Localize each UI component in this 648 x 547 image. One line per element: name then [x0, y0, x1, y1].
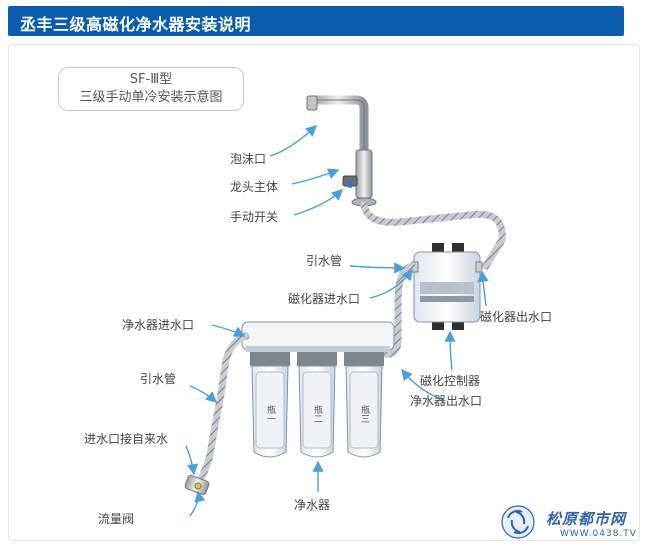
hose-inlet: [196, 332, 250, 484]
label-foam-outlet: 泡沫口: [230, 152, 267, 166]
model-title-box: SF-Ⅲ型 三级手动单冷安装示意图: [58, 67, 244, 111]
page-title: 丞丰三级高磁化净水器安装说明: [20, 15, 252, 34]
label-manual-switch: 手动开关: [230, 210, 279, 224]
label-magnetic-controller: 磁化控制器: [420, 374, 481, 388]
label-magnetizer-inlet: 磁化器进水口: [288, 292, 361, 306]
label-flow-valve: 流量阀: [98, 512, 135, 526]
filter-housing-1: [250, 352, 290, 458]
leader-arrows: [185, 125, 489, 517]
label-magnetizer-outlet: 磁化器出水口: [480, 310, 553, 324]
header-bar: 丞丰三级高磁化净水器安装说明: [8, 6, 624, 36]
label-inlet-pipe-top: 引水管: [306, 254, 343, 268]
hose-faucet-to-magnetizer: [360, 201, 506, 270]
label-purifier-outlet: 净水器出水口: [410, 394, 483, 408]
watermark-logo: [501, 505, 535, 539]
purifier-unit: 瓶一 瓶二 瓶三: [241, 321, 395, 458]
filter-label-2: 瓶二: [312, 404, 323, 423]
watermark-name: 松原都市网: [546, 510, 627, 528]
label-purifier-inlet: 净水器进水口: [122, 318, 195, 332]
label-inlet-pipe-left: 引水管: [140, 372, 177, 386]
watermark-url: WWW.0438.TV: [560, 529, 637, 539]
faucet: [306, 95, 377, 207]
magnetic-controller: [411, 243, 483, 330]
label-tap-water-inlet: 进水口接自来水: [84, 432, 169, 446]
model-subtitle: 三级手动单冷安装示意图: [79, 90, 223, 105]
filter-label-1: 瓶一: [265, 404, 276, 423]
label-purifier: 净水器: [294, 498, 331, 512]
filter-housing-2: [297, 352, 337, 458]
filter-housing-3: [344, 352, 384, 458]
label-faucet-body: 龙头主体: [230, 180, 279, 194]
filter-label-3: 瓶三: [359, 404, 370, 423]
diagram-frame: [8, 44, 640, 541]
model-name: SF-Ⅲ型: [129, 72, 173, 87]
flow-valve: [184, 475, 210, 495]
